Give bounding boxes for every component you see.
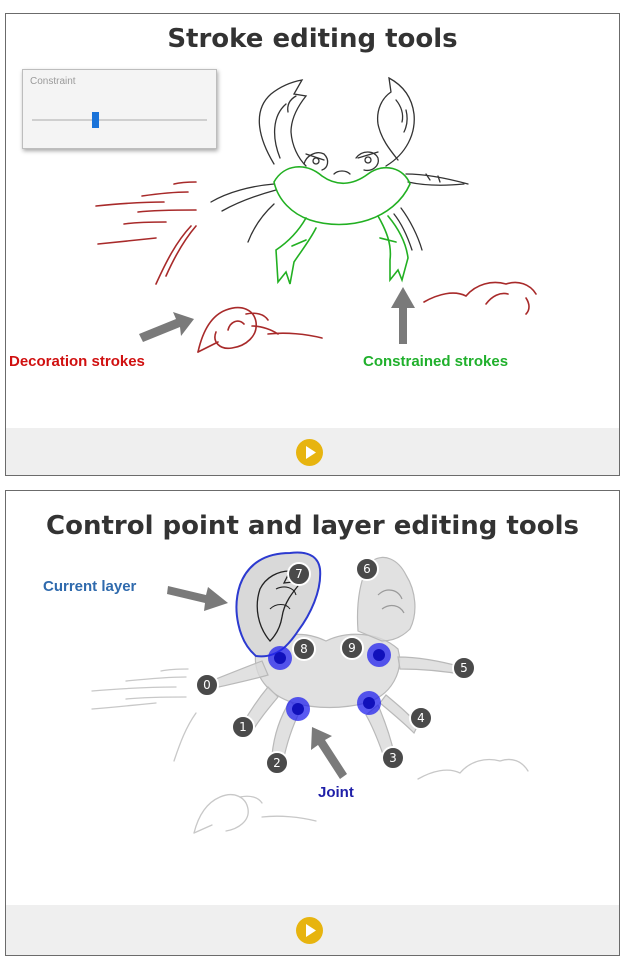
constrained-strokes-label: Constrained strokes: [363, 353, 509, 370]
control-point-label: 6: [363, 562, 371, 576]
faded-decoration-strokes: [91, 668, 529, 834]
control-point-label: 9: [348, 641, 356, 655]
control-point[interactable]: 0: [195, 673, 219, 697]
control-point[interactable]: 7: [287, 562, 311, 586]
joint-label: Joint: [318, 784, 354, 801]
constraint-slider-track[interactable]: [32, 119, 207, 121]
constraint-label: Constraint: [30, 76, 76, 87]
control-point[interactable]: 1: [231, 715, 255, 739]
joints: [268, 643, 391, 721]
joint-arrow: [311, 727, 347, 779]
constraint-slider-thumb[interactable]: [91, 112, 99, 128]
joint-marker-core: [292, 703, 304, 715]
control-point[interactable]: 4: [409, 706, 433, 730]
constraint-panel: Constraint: [22, 69, 217, 149]
control-point-label: 2: [273, 756, 281, 770]
playback-bar: [6, 428, 619, 475]
play-button[interactable]: [296, 439, 323, 466]
control-point-label: 4: [417, 711, 425, 725]
stroke-canvas[interactable]: [6, 14, 620, 428]
control-point-label: 0: [203, 678, 211, 692]
right-claw-detail: [377, 589, 405, 614]
constrained-arrow: [391, 287, 415, 344]
joint-marker-core: [363, 697, 375, 709]
play-button[interactable]: [296, 917, 323, 944]
current-layer-label: Current layer: [43, 578, 137, 595]
joint-marker-core: [373, 649, 385, 661]
crab-sketch-strokes: [210, 76, 469, 251]
joint-marker-core: [274, 652, 286, 664]
control-point-label: 1: [239, 720, 247, 734]
decoration-strokes-label: Decoration strokes: [9, 353, 145, 370]
decoration-strokes: [95, 181, 537, 353]
control-point[interactable]: 2: [265, 751, 289, 775]
control-point[interactable]: 3: [381, 746, 405, 770]
control-point[interactable]: 8: [292, 637, 316, 661]
stroke-editing-panel: Stroke editing tools Constraint Decorati…: [5, 13, 620, 476]
control-point[interactable]: 9: [340, 636, 364, 660]
constrained-strokes: [273, 166, 411, 285]
control-point-panel: 0 1 2 3 4 5 6: [5, 490, 620, 956]
playback-bar: [6, 905, 619, 955]
play-icon: [306, 924, 316, 937]
play-icon: [306, 446, 316, 459]
page-title: Control point and layer editing tools: [46, 511, 579, 541]
control-point[interactable]: 6: [355, 557, 379, 581]
decoration-arrow: [139, 312, 194, 342]
page-title: Stroke editing tools: [167, 24, 458, 54]
control-point-label: 3: [389, 751, 397, 765]
control-point-label: 7: [295, 567, 303, 581]
control-point-label: 5: [460, 661, 468, 675]
current-layer-arrow: [167, 586, 228, 611]
layer-canvas[interactable]: 0 1 2 3 4 5 6: [6, 491, 620, 905]
control-point-label: 8: [300, 642, 308, 656]
control-points: 0 1 2 3 4 5 6: [195, 557, 476, 775]
control-point[interactable]: 5: [452, 656, 476, 680]
